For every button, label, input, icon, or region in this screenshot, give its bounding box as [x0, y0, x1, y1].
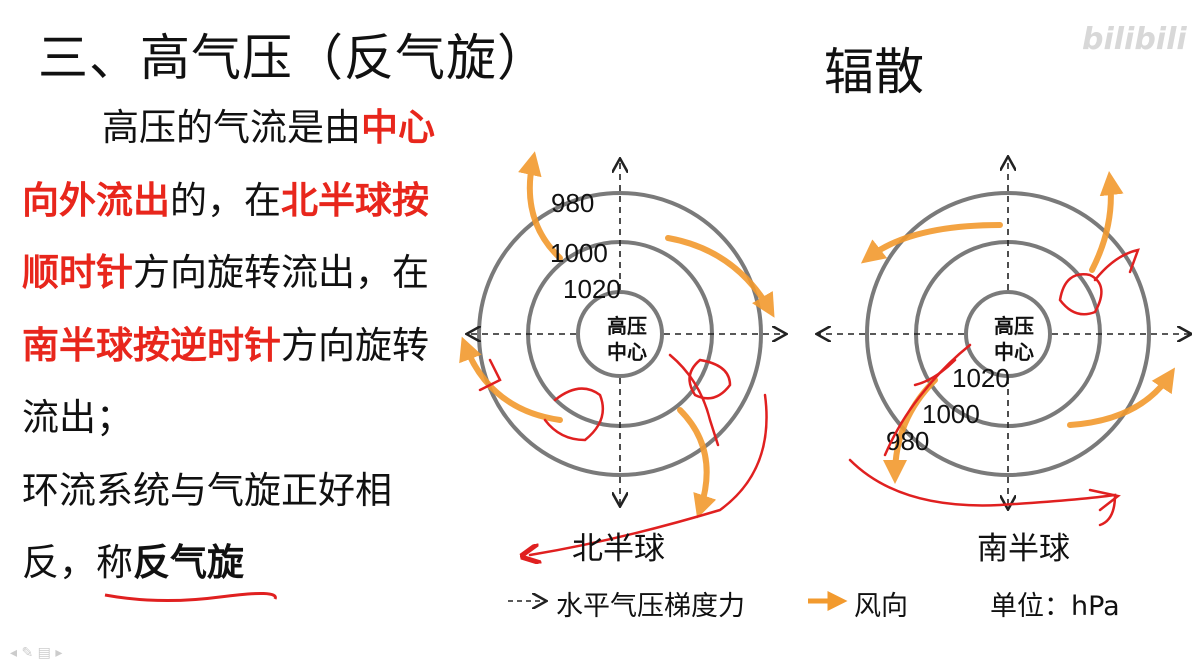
para-emphasis-anticyclone: 反气旋 — [133, 541, 244, 584]
legend-wind-direction: 风向 — [854, 591, 908, 622]
north-isobar-1020 — [576, 290, 664, 378]
legend-pressure-gradient: 水平气压梯度力 — [556, 591, 745, 622]
north-hemisphere-diagram: 980 1000 1020 高压 中心 — [459, 151, 785, 555]
south-label-1000: 1000 — [922, 399, 980, 429]
legend-unit: 单位：hPa — [990, 591, 1120, 622]
south-center-label-2: 中心 — [994, 340, 1034, 364]
south-isobar-1020 — [964, 290, 1052, 378]
slide-subtitle: 辐散 — [824, 43, 924, 101]
slide-nav-icons[interactable]: ◂ ✎ ▤ ▸ — [10, 645, 63, 661]
north-center-label-1: 高压 — [607, 314, 647, 338]
para-text-2: 的，在 — [170, 178, 281, 222]
north-label-980: 980 — [551, 188, 594, 218]
south-wind-arrows — [860, 171, 1175, 484]
south-label-980: 980 — [886, 426, 929, 456]
north-wind-arrows — [459, 151, 775, 519]
south-center-label-1: 高压 — [994, 314, 1034, 338]
explanation-paragraph: 高压的气流是由中心向外流出的，在北半球按顺时针方向旋转流出，在南半球按逆时针方向… — [22, 92, 442, 600]
south-hemisphere-label: 南半球 — [977, 531, 1070, 567]
bilibili-logo: bilibili — [1082, 22, 1187, 57]
para-emphasis-south: 南半球按逆时针 — [22, 323, 281, 367]
para-emphasis-outflow: 中心向外流出 — [22, 106, 435, 222]
north-center-label-2: 中心 — [607, 340, 647, 364]
south-handwritten-marks — [848, 248, 1140, 527]
para-text-3: 方向旋转流出，在 — [133, 251, 429, 294]
north-label-1000: 1000 — [550, 238, 608, 268]
para-text-4: 方向旋转流出； — [22, 323, 429, 440]
handwritten-underline — [104, 591, 277, 603]
para-text-5: 环流系统与气旋正好相反，称 — [22, 468, 392, 585]
north-hemisphere-label: 北半球 — [572, 531, 665, 567]
north-handwritten-marks — [478, 353, 768, 555]
south-label-1020: 1020 — [952, 363, 1010, 393]
slide-title: 三、高气压（反气旋） — [38, 29, 548, 87]
para-emphasis-north: 北半球按顺时针 — [22, 178, 429, 295]
south-gradient-arrows — [818, 158, 1190, 508]
south-isobar-980 — [865, 191, 1151, 477]
para-text-1: 高压的气流是由 — [102, 106, 361, 149]
north-label-1020: 1020 — [563, 274, 621, 304]
south-hemisphere-diagram: 1020 1000 980 高压 中心 — [818, 158, 1190, 527]
north-gradient-arrows — [468, 160, 785, 505]
